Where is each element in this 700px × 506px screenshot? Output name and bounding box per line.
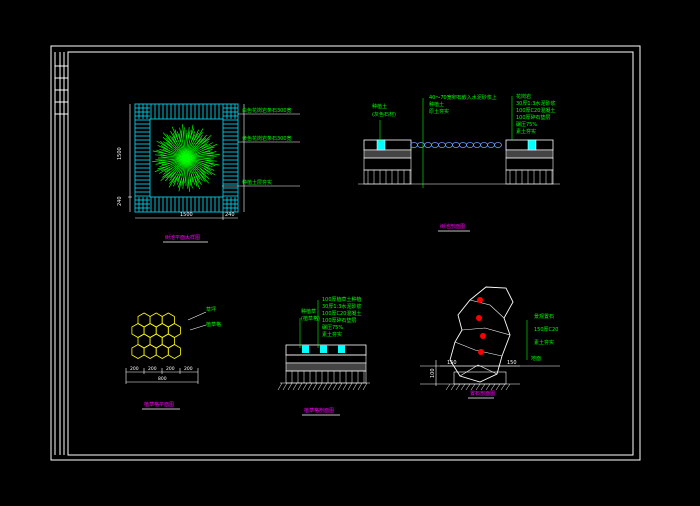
bm-note-right-6: 素土夯实 (322, 331, 342, 338)
section-note-left-1: 种植土 (372, 103, 387, 110)
bm-note-right-2: 30厚1:3水泥砂浆 (322, 303, 361, 310)
bm-note-right-4: 100厚碎石垫层 (322, 317, 357, 324)
section-note-right-2: 30厚1:3水泥砂浆 (516, 100, 555, 107)
rock-ground-hatch (445, 383, 511, 391)
plan-dim-right: 240 (225, 212, 235, 218)
marker-2 (476, 315, 482, 321)
hex-leaders (187, 311, 207, 331)
rock-dim-1: 150 (447, 360, 457, 366)
hex-dim-3: 200 (166, 366, 175, 372)
rock-note-3: 素土夯实 (534, 339, 554, 346)
bm-title: 植草格剖面图 (304, 407, 334, 414)
bm-note-right-3: 100厚C20混凝土 (322, 310, 361, 317)
plan-leaders (222, 113, 300, 187)
rock-dim-3: 100 (430, 368, 436, 378)
hex-dim-1: 200 (130, 366, 139, 372)
grass-paver-section: 种植草 (植草格) 100厚植草土种植 30厚1:3水泥砂浆 100厚C20混凝… (277, 296, 370, 416)
bm-note-right-5: 碾压75% (322, 325, 343, 331)
hex-note-1: 草坪 (206, 306, 216, 313)
rock-dim-2: 150 (507, 360, 517, 366)
plan-note-3: 种植土层夯实 (242, 179, 272, 186)
section-note-right-6: 素土夯实 (516, 128, 536, 135)
section-note-left-2: (灰色石材) (372, 111, 396, 118)
bm-note-right-1: 100厚植草土种植 (322, 296, 362, 303)
plan-note-1: 白色花岗岩条石300宽 (242, 107, 292, 114)
sheet-frame (50, 45, 641, 461)
hex-dim-total: 800 (158, 376, 167, 382)
rock-dimension-lines (435, 360, 520, 386)
section-note-right-4: 100厚碎石垫层 (516, 114, 551, 121)
bm-note-left-1: 种植草 (301, 308, 316, 315)
marker-1 (477, 297, 483, 303)
hex-title: 植草格平面图 (144, 401, 174, 408)
plan-dimension-lines (128, 104, 245, 220)
inner-border (67, 51, 634, 456)
bm-right-notes: 100厚植草土种植 30厚1:3水泥砂浆 100厚C20混凝土 100厚碎石垫层… (322, 296, 362, 338)
plan-dim-left-bottom: 240 (117, 196, 123, 206)
plan-dim-bottom: 1500 (180, 212, 193, 218)
section-note-center-2: 种植土 (429, 101, 444, 108)
tree-pit-section: 40～70宽卵石嵌入水泥砂浆上 种植土 原土夯实 种植土 (灰色石材) 花岗岩 … (358, 93, 560, 232)
rock-note-1: 景观置石 (534, 313, 554, 320)
hex-dim-2: 200 (148, 366, 157, 372)
hex-note-2: 植草格 (206, 321, 221, 328)
section-note-right-3: 100厚C20混凝土 (516, 107, 555, 114)
tree-canopy (152, 124, 220, 192)
rock-ground-label: 地面 (531, 355, 541, 362)
paving-stripes (135, 104, 238, 212)
ground-hatch (277, 382, 368, 391)
marker-4 (478, 349, 484, 355)
plan-dim-left-top: 1500 (117, 147, 123, 160)
section-hatch (291, 371, 365, 383)
section-right-notes: 花岗岩 30厚1:3水泥砂浆 100厚C20混凝土 100厚碎石垫层 碾压75%… (516, 93, 555, 135)
left-curb (363, 139, 412, 185)
hex-dimension-lines (125, 368, 199, 384)
tree-pit-plan: 1500 240 1500 240 白色花岗岩条石300宽 黄色花岗岩条石300… (117, 103, 300, 243)
hex-dim-4: 200 (184, 366, 193, 372)
grass-paver-plan: 草坪 植草格 200 200 200 200 800 植草格平面图 (125, 306, 221, 410)
rock-note-2: 150厚C20 (534, 327, 558, 333)
section-note-right-1: 花岗岩 (516, 93, 531, 100)
bm-leaders (299, 300, 319, 348)
pebble-row (410, 142, 502, 148)
section-note-center-1: 40～70宽卵石嵌入水泥砂浆上 (429, 94, 497, 101)
plan-note-2: 黄色花岗岩条石300宽 (242, 135, 292, 142)
rock-section: 景观置石 150厚C20 素土夯实 地面 150 150 100 置石剖面图 (420, 286, 560, 399)
rock-title: 置石剖面图 (470, 390, 495, 397)
section-leaders (379, 96, 513, 188)
curb-hatch (367, 170, 553, 184)
hex-cells (131, 312, 181, 359)
marker-3 (480, 333, 486, 339)
section-note-center-3: 原土夯实 (429, 108, 449, 115)
bm-note-left-2: (植草格) (301, 315, 320, 322)
plan-title: 树池平面大样图 (165, 234, 200, 241)
section-note-right-5: 碾压75% (516, 122, 537, 128)
title-block-ticks (55, 65, 68, 115)
section-title: 树池剖面图 (440, 223, 465, 230)
outer-border (50, 45, 641, 461)
